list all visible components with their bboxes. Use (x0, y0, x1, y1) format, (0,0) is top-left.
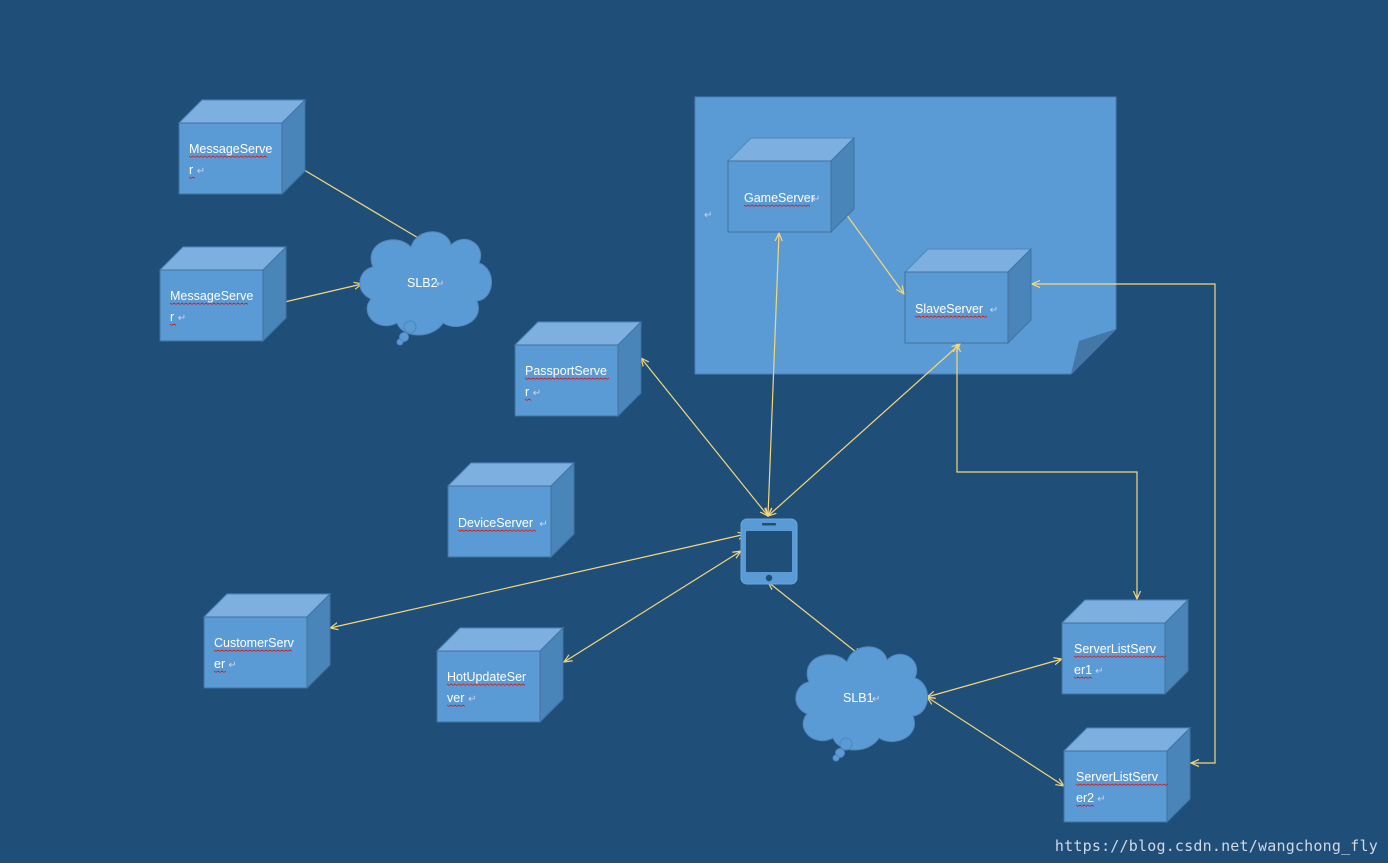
spellcheck-underline (524, 377, 610, 380)
spellcheck-underline (1075, 804, 1095, 807)
connector-message-server-1-to-slb2 (284, 158, 425, 242)
connector-slave-server-to-server-list-server-2 (1032, 284, 1216, 763)
connector-slave-server-to-phone (768, 344, 960, 516)
spellcheck-underline (446, 683, 526, 686)
node-label-line: er1 (1074, 663, 1092, 677)
server-list-server-1-node: ServerListServ er1↵ (1060, 598, 1190, 696)
customer-server-node: CustomerServ er↵ (202, 592, 332, 690)
return-mark: ↵ (872, 694, 880, 705)
cloud-tail-bubble (832, 754, 840, 762)
node-label-line: GameServer (744, 191, 815, 205)
slb2-cloud: SLB2↵ (359, 231, 492, 346)
connector-slb1-to-server-list-server-1 (927, 659, 1062, 697)
return-mark: ↵ (436, 279, 444, 290)
return-mark: ↵ (539, 519, 547, 530)
node-label-line: ver (447, 691, 464, 705)
passport-server-node: PassportServe r ↵ (513, 320, 643, 418)
return-mark: ↵ (468, 694, 476, 705)
node-label-line: CustomerServ (214, 636, 295, 650)
node-front-face (1063, 750, 1168, 823)
node-label-line: SlaveServer (915, 302, 983, 316)
return-mark: ↵ (178, 313, 186, 324)
node-front-face (159, 269, 264, 342)
node-label-line: MessageServe (189, 142, 272, 156)
node-front-face (727, 160, 832, 233)
return-mark: ↵ (533, 388, 541, 399)
node-label-line: r (189, 163, 193, 177)
spellcheck-underline (213, 649, 293, 652)
server-list-server-2-node: ServerListServ er2↵ (1062, 726, 1192, 824)
cloud-label: SLB2 (407, 276, 438, 290)
spellcheck-underline (188, 176, 196, 179)
cloud-tail-bubble (839, 737, 853, 751)
node-label-line: ServerListServ (1074, 642, 1157, 656)
spellcheck-underline (188, 155, 268, 158)
connector-slave-server-to-server-list-server-1 (957, 344, 1137, 599)
slb1-cloud: SLB1↵ (795, 646, 928, 762)
game-server-node: GameServer↵ (726, 136, 856, 234)
return-mark: ↵ (1097, 794, 1105, 805)
node-front-face (203, 616, 308, 689)
connector-slb1-to-server-list-server-2 (927, 697, 1064, 786)
node-label-line: er (214, 657, 225, 671)
connector-phone-to-slb1 (768, 582, 861, 656)
cloud-shape (795, 646, 928, 751)
cloud-tail-bubble (396, 338, 404, 346)
return-mark: ↵ (1095, 666, 1103, 677)
node-label-line: r (525, 385, 529, 399)
message-server-2-node: MessageServe r ↵ (158, 245, 288, 343)
node-label-line: ServerListServ (1076, 770, 1159, 784)
spellcheck-underline (169, 323, 177, 326)
node-label-line: er2 (1076, 791, 1094, 805)
node-front-face (1061, 622, 1166, 695)
return-mark: ↵ (197, 166, 205, 177)
connector-hot-update-server-to-phone (564, 551, 741, 662)
node-front-face (447, 485, 552, 558)
spellcheck-underline (213, 670, 227, 673)
spellcheck-underline (1073, 676, 1093, 679)
spellcheck-underline (446, 704, 466, 707)
node-front-face (436, 650, 541, 723)
spellcheck-underline (457, 529, 537, 532)
node-front-face (904, 271, 1009, 344)
node-layer: MessageServer↵MessageServer↵PassportServ… (158, 98, 1192, 824)
spellcheck-underline (1073, 655, 1167, 658)
mobile-phone-icon (740, 518, 798, 585)
node-label-line: MessageServe (170, 289, 253, 303)
node-label-line: DeviceServer (458, 516, 533, 530)
cloud-tail-bubble (403, 320, 417, 334)
spellcheck-underline (524, 398, 532, 401)
node-label-line: HotUpdateSer (447, 670, 526, 684)
return-mark: ↵ (704, 210, 712, 221)
hot-update-server-node: HotUpdateSer ver ↵ (435, 626, 565, 724)
watermark-url: https://blog.csdn.net/wangchong_fly (1054, 837, 1378, 855)
node-front-face (514, 344, 619, 417)
spellcheck-underline (743, 204, 811, 207)
return-mark: ↵ (228, 660, 236, 671)
cloud-label: SLB1 (843, 691, 874, 705)
connector-customer-server-to-phone (330, 534, 746, 628)
node-label-line: r (170, 310, 174, 324)
node-front-face (178, 122, 283, 195)
cloud-shape (359, 231, 492, 336)
return-mark: ↵ (990, 305, 998, 316)
return-mark: ↵ (812, 194, 820, 205)
slave-server-node: SlaveServer ↵ (903, 247, 1033, 345)
spellcheck-underline (169, 302, 249, 305)
connector-passport-server-to-phone (641, 358, 768, 516)
device-server-node: DeviceServer ↵ (446, 461, 576, 559)
spellcheck-underline (914, 315, 988, 318)
node-label-line: PassportServe (525, 364, 607, 378)
spellcheck-underline (1075, 783, 1169, 786)
message-server-1-node: MessageServe r ↵ (177, 98, 307, 196)
